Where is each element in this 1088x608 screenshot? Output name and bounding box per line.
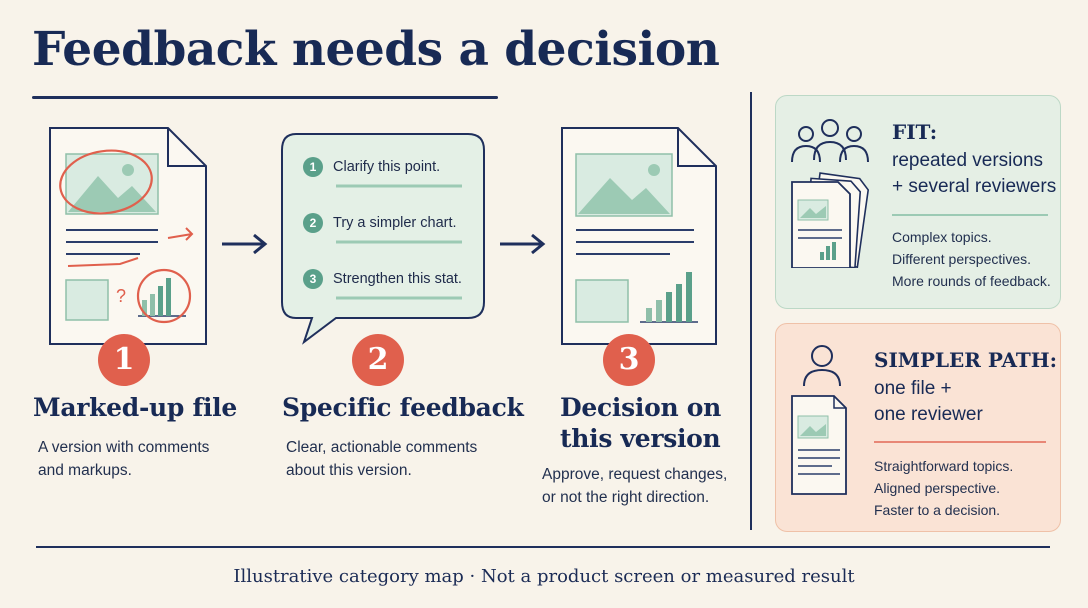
page-title: Feedback needs a decision <box>32 22 720 77</box>
step-1-title: Marked-up file <box>33 393 237 422</box>
simpler-path-subheading-line: one file + <box>874 378 952 399</box>
description-line: Approve, request changes, <box>542 466 728 483</box>
fit-list-item: More rounds of feedback. <box>892 273 1051 289</box>
fit-card: FIT: repeated versions + several reviewe… <box>775 95 1061 309</box>
fit-list: Complex topics. Different perspectives. … <box>892 226 1051 292</box>
step-1-badge: 1 <box>98 334 150 386</box>
fit-list-item: Different perspectives. <box>892 251 1032 267</box>
step-2-title: Specific feedback <box>282 393 524 422</box>
simpler-path-list-item: Aligned perspective. <box>874 480 1001 496</box>
fit-rule <box>892 214 1048 216</box>
simpler-path-subheading-line: one reviewer <box>874 404 983 425</box>
title-underline <box>32 96 498 99</box>
step-2-badge: 2 <box>352 334 404 386</box>
simpler-path-subheading: one file + one reviewer <box>874 376 983 428</box>
arrow-right-icon <box>500 233 546 255</box>
arrow-right-icon <box>222 233 268 255</box>
fit-heading: FIT: <box>892 120 938 144</box>
feedback-item: 2 Try a simpler chart. <box>303 213 457 233</box>
feedback-text: Clarify this point. <box>333 159 441 175</box>
simpler-path-card: SIMPLER PATH: one file + one reviewer St… <box>775 323 1061 532</box>
step-3-badge: 3 <box>603 334 655 386</box>
vertical-divider <box>750 92 752 530</box>
fit-list-item: Complex topics. <box>892 229 992 245</box>
description-line: about this version. <box>286 462 412 479</box>
simpler-path-list: Straightforward topics. Aligned perspect… <box>874 455 1013 521</box>
feedback-item: 1 Clarify this point. <box>303 157 440 177</box>
feedback-number-badge: 3 <box>303 269 323 289</box>
simpler-path-list-item: Faster to a decision. <box>874 502 1001 518</box>
description-line: Clear, actionable comments <box>286 439 478 456</box>
feedback-text: Strengthen this stat. <box>333 271 462 287</box>
footer-caption: Illustrative category map · Not a produc… <box>233 566 855 587</box>
fit-subheading-line: + several reviewers <box>892 176 1057 197</box>
clean-document-icon <box>561 127 717 345</box>
description-line: and markups. <box>38 462 132 479</box>
step-2-description: Clear, actionable comments about this ve… <box>286 436 477 482</box>
feedback-item: 3 Strengthen this stat. <box>303 269 462 289</box>
footer-rule <box>36 546 1050 548</box>
description-line: A version with comments <box>38 439 210 456</box>
markup-question-mark: ? <box>116 286 126 306</box>
simpler-path-rule <box>874 441 1046 443</box>
reviewers-with-documents-icon <box>791 119 870 268</box>
step-3-title-line: this version <box>560 424 721 453</box>
single-reviewer-document-icon <box>791 345 847 495</box>
feedback-number-badge: 1 <box>303 157 323 177</box>
step-3-description: Approve, request changes, or not the rig… <box>542 463 727 509</box>
step-1-description: A version with comments and markups. <box>38 436 209 482</box>
fit-subheading-line: repeated versions <box>892 150 1044 171</box>
feedback-text: Try a simpler chart. <box>333 215 457 231</box>
fit-subheading: repeated versions + several reviewers <box>892 148 1056 200</box>
simpler-path-list-item: Straightforward topics. <box>874 458 1014 474</box>
step-3-title-line: Decision on <box>560 393 721 422</box>
marked-up-document-icon: ? <box>49 127 207 345</box>
description-line: or not the right direction. <box>542 489 710 506</box>
feedback-number-badge: 2 <box>303 213 323 233</box>
feedback-speech-bubble <box>281 133 485 345</box>
simpler-path-heading: SIMPLER PATH: <box>874 348 1058 372</box>
step-3-title: Decision on this version <box>560 392 721 454</box>
